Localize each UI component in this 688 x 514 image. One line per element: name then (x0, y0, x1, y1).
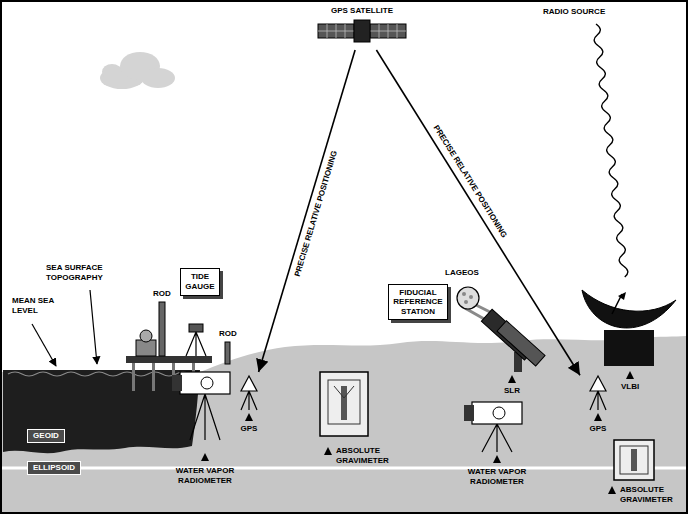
instrument-label: ABSOLUTE GRAVIMETER (620, 485, 680, 504)
station-marker (626, 371, 634, 379)
station-marker (594, 413, 602, 421)
ellipsoid-line (2, 467, 686, 470)
drop-chamber (631, 449, 637, 471)
leveling-rod (159, 302, 165, 356)
telescope-tube (497, 321, 545, 366)
tripod (190, 394, 220, 440)
station-marker (608, 486, 616, 494)
gravimeter-case (614, 440, 654, 480)
drop-chamber (341, 386, 347, 420)
satellite-symbol (318, 20, 406, 42)
lageos-satellite (457, 287, 479, 309)
title-box: TIDE GAUGE (180, 268, 219, 295)
connector-group (259, 50, 580, 375)
tripod (482, 424, 512, 452)
node-label: ELLIPSOID (33, 463, 75, 473)
gps-antenna (590, 376, 606, 421)
vlbi-antenna (582, 290, 676, 379)
sea-surface-waves (8, 372, 190, 376)
gps-antenna (241, 376, 257, 421)
gauge-float (140, 330, 152, 342)
tripod (241, 391, 257, 410)
gravimeter-arm (334, 386, 354, 398)
part-label: ROD (219, 329, 237, 339)
piling (152, 363, 155, 391)
positioning-arrow (376, 50, 580, 375)
gravimeter-frame (620, 446, 648, 474)
node-label: GPS (590, 424, 607, 434)
layer-box: GEOID (27, 429, 65, 443)
tripod (590, 391, 606, 410)
instrument-label: WATER VAPOR RADIOMETER (171, 466, 239, 485)
annotation-label: MEAN SEA LEVEL (12, 296, 62, 315)
node-label: FIDUCIAL REFERENCE STATION (393, 288, 442, 317)
leader-line (32, 324, 56, 366)
station-marker (493, 455, 501, 463)
cloud (100, 52, 175, 89)
tube (497, 321, 545, 366)
water-vapor-radiometer (172, 372, 230, 461)
leader-line (90, 290, 97, 364)
reflector (469, 295, 473, 299)
tripod (186, 332, 206, 356)
node-label: GPS (241, 424, 258, 434)
instrument-label: VLBI (621, 382, 639, 392)
gravimeter-case (320, 372, 368, 436)
node-label: GPS SATELLITE (331, 6, 393, 16)
gps-satellite: GPS SATELLITE (312, 4, 412, 50)
source-label: RADIO SOURCE (543, 7, 605, 17)
station-marker (245, 413, 253, 421)
station-marker (201, 453, 209, 461)
title-box: FIDUCIAL REFERENCE STATION (388, 284, 447, 321)
radiometer-lens (464, 405, 474, 421)
radiometer-body (472, 402, 522, 424)
radiometer-body (180, 372, 230, 394)
station-marker (508, 375, 516, 383)
level-instrument (189, 324, 203, 332)
instrument-label: ABSOLUTE GRAVIMETER (336, 446, 392, 465)
gps-receiver: GPS (580, 372, 616, 436)
radiometer-dial (493, 407, 505, 419)
instrument-label: SLR (504, 386, 520, 396)
reflector (464, 300, 468, 304)
satellite-label: LAGEOS (445, 268, 479, 278)
ground (2, 336, 686, 512)
cloud-puff (141, 68, 175, 88)
sea (3, 370, 200, 453)
gravimeter-frame (328, 380, 360, 424)
node-label: TIDE GAUGE (185, 272, 214, 291)
station-marker (324, 447, 332, 455)
radio-wave (594, 24, 628, 277)
feed-horn (618, 292, 626, 300)
cloud-puff (102, 64, 122, 80)
radiometer-lens (172, 375, 182, 391)
water-vapor-radiometer (464, 402, 522, 463)
node-label: GEOID (33, 431, 59, 441)
instrument-label: WATER VAPOR RADIOMETER (463, 467, 531, 486)
piling (132, 363, 135, 391)
gps-receiver: GPS (231, 372, 267, 436)
reflector (462, 292, 466, 296)
pier-deck (126, 356, 212, 363)
vlbi-building (604, 330, 654, 366)
leveling-rod (225, 342, 230, 364)
antenna (241, 376, 257, 391)
slr-station (457, 287, 545, 383)
antenna (590, 376, 606, 391)
annotation-label: SEA SURFACE TOPOGRAPHY (46, 263, 110, 282)
satellite-body (354, 20, 370, 42)
positioning-arrow (259, 50, 356, 372)
vlbi-dish (582, 290, 676, 328)
radiometer-dial (201, 377, 213, 389)
absolute-gravimeter (320, 372, 368, 455)
part-label: ROD (153, 289, 171, 299)
layer-box: ELLIPSOID (27, 461, 81, 475)
